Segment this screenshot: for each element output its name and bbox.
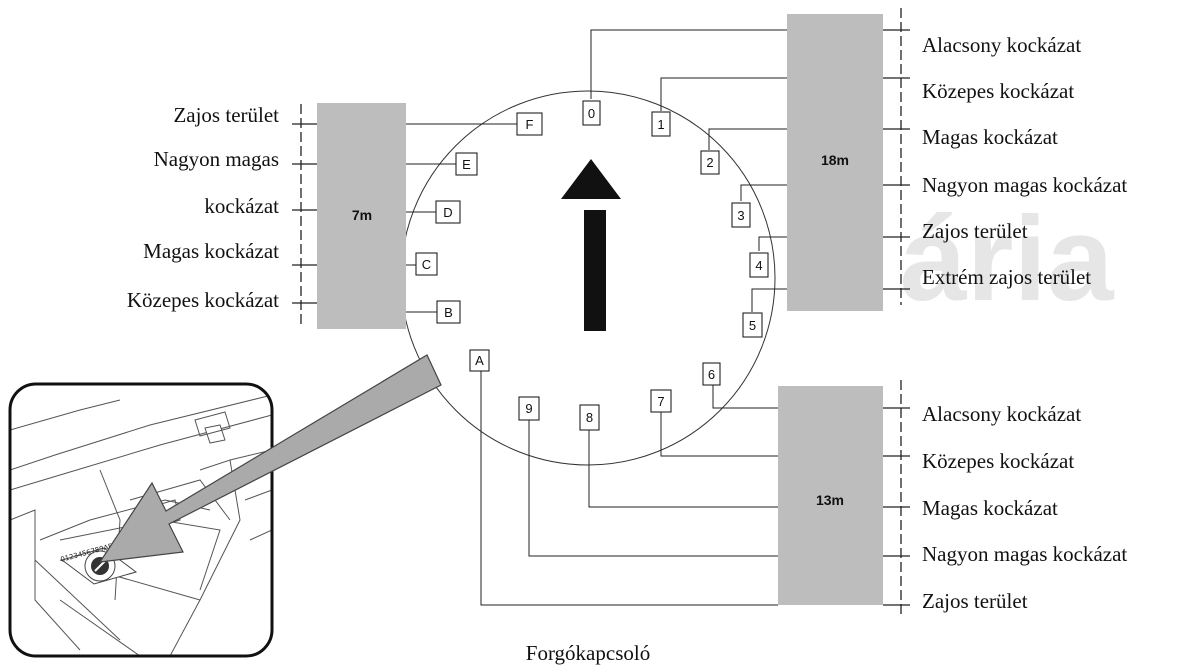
top-right-label-1: Közepes kockázat bbox=[922, 79, 1074, 103]
range-box-13m bbox=[778, 386, 883, 605]
svg-text:3: 3 bbox=[737, 208, 744, 223]
position-C: C bbox=[415, 252, 438, 276]
svg-text:A: A bbox=[475, 353, 484, 368]
svg-text:6: 6 bbox=[708, 367, 715, 382]
top-right-scale bbox=[883, 8, 910, 305]
left-label-3: Magas kockázat bbox=[143, 239, 279, 263]
bottom-right-scale bbox=[883, 380, 910, 616]
svg-text:D: D bbox=[443, 205, 452, 220]
left-scale bbox=[292, 104, 317, 327]
top-right-label-3: Nagyon magas kockázat bbox=[922, 173, 1127, 197]
range-box-7m bbox=[317, 103, 406, 329]
svg-text:B: B bbox=[444, 305, 453, 320]
range-label-18m: 18m bbox=[821, 152, 849, 168]
left-label-4: Közepes kockázat bbox=[127, 288, 279, 312]
position-8: 8 bbox=[579, 404, 600, 431]
position-6: 6 bbox=[702, 362, 721, 386]
svg-text:5: 5 bbox=[749, 318, 756, 333]
position-B: B bbox=[436, 300, 461, 324]
position-9: 9 bbox=[518, 396, 540, 421]
position-2: 2 bbox=[700, 150, 720, 175]
left-label-0: Zajos terület bbox=[173, 103, 279, 127]
range-label-7m: 7m bbox=[352, 207, 372, 223]
range-box-18m bbox=[787, 14, 883, 311]
top-right-label-0: Alacsony kockázat bbox=[922, 33, 1081, 57]
left-label-2: kockázat bbox=[204, 194, 279, 218]
caption: Forgókapcsoló bbox=[526, 641, 650, 665]
position-0: 0 bbox=[582, 100, 601, 126]
range-label-13m: 13m bbox=[816, 492, 844, 508]
svg-text:8: 8 bbox=[586, 410, 593, 425]
svg-text:0: 0 bbox=[588, 106, 595, 121]
position-E: E bbox=[455, 152, 478, 176]
svg-text:4: 4 bbox=[755, 258, 762, 273]
position-A: A bbox=[469, 349, 490, 372]
direction-arrow bbox=[561, 159, 621, 331]
position-D: D bbox=[435, 200, 461, 224]
position-1: 1 bbox=[651, 111, 671, 137]
svg-text:F: F bbox=[526, 117, 534, 132]
bottom-right-label-1: Közepes kockázat bbox=[922, 449, 1074, 473]
position-3: 3 bbox=[731, 202, 751, 228]
left-label-1: Nagyon magas bbox=[154, 147, 279, 171]
svg-text:7: 7 bbox=[657, 394, 664, 409]
pointer-arrow bbox=[98, 354, 442, 563]
bottom-right-label-3: Nagyon magas kockázat bbox=[922, 542, 1127, 566]
connector-wires bbox=[406, 29, 787, 606]
svg-text:E: E bbox=[462, 157, 471, 172]
top-right-label-4: Zajos terület bbox=[922, 219, 1028, 243]
bottom-right-label-2: Magas kockázat bbox=[922, 496, 1058, 520]
position-7: 7 bbox=[650, 389, 672, 413]
svg-text:9: 9 bbox=[525, 401, 532, 416]
watermark: ária bbox=[900, 192, 1115, 326]
bottom-right-label-0: Alacsony kockázat bbox=[922, 402, 1081, 426]
svg-text:1: 1 bbox=[657, 117, 664, 132]
position-5: 5 bbox=[742, 312, 763, 338]
svg-text:2: 2 bbox=[706, 155, 713, 170]
top-right-label-5: Extrém zajos terület bbox=[922, 265, 1091, 289]
svg-text:C: C bbox=[422, 257, 431, 272]
position-4: 4 bbox=[749, 252, 769, 278]
bottom-right-label-4: Zajos terület bbox=[922, 589, 1028, 613]
top-right-label-2: Magas kockázat bbox=[922, 125, 1058, 149]
position-F: F bbox=[516, 112, 543, 136]
